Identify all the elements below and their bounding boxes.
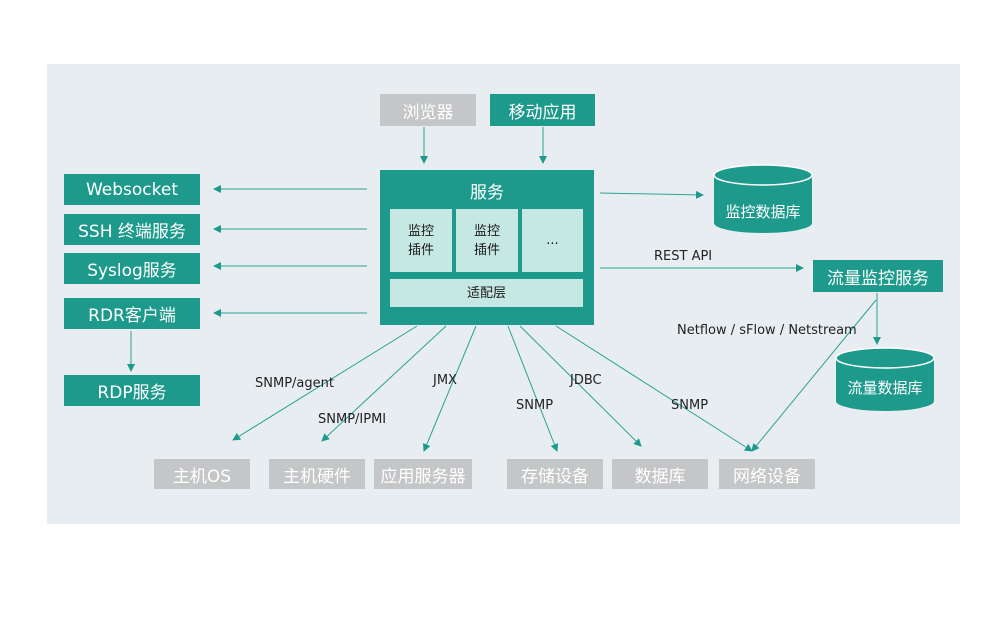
flow-service-box: 流量监控服务: [813, 260, 943, 292]
host-hw-label: 主机硬件: [283, 466, 351, 487]
monitor-db-cylinder: [713, 164, 813, 233]
storage-box: 存储设备: [507, 459, 603, 489]
arrow-to-storage: [507, 325, 559, 452]
protocol-snmp-storage: SNMP: [516, 398, 554, 413]
host-os-box: 主机OS: [154, 459, 250, 489]
websocket-box: Websocket: [64, 174, 200, 205]
host-os-label: 主机OS: [172, 466, 232, 487]
monitor-plugin-1: 监控 插件: [390, 209, 452, 272]
database-label: 数据库: [634, 466, 686, 487]
host-hw-box: 主机硬件: [269, 459, 365, 489]
ssh-label: SSH 终端服务: [78, 222, 186, 242]
protocol-jmx: JMX: [433, 373, 457, 388]
flow-service-label: 流量监控服务: [827, 268, 929, 289]
protocol-snmp-agent: SNMP/agent: [255, 376, 334, 391]
arrow-to-database: [519, 325, 642, 447]
arrow-to-host-hw: [321, 325, 447, 442]
service-title: 服务: [470, 183, 504, 203]
app-server-label: 应用服务器: [380, 466, 466, 487]
monitor-db-label: 监控数据库: [725, 203, 801, 221]
more-plugins: ...: [522, 209, 583, 272]
network-box: 网络设备: [719, 459, 815, 489]
protocol-snmp-ipmi: SNMP/IPMI: [318, 412, 387, 427]
mobile-app-label: 移动应用: [508, 102, 577, 123]
arrow-to-network: [555, 325, 753, 452]
websocket-label: Websocket: [85, 179, 179, 200]
arrow-to-app-server: [422, 325, 477, 452]
rest-api-label: REST API: [654, 249, 713, 264]
flow-db-label: 流量数据库: [847, 379, 923, 397]
arrow-to-monitor-db: [599, 190, 704, 199]
mobile-app-box: 移动应用: [490, 94, 595, 126]
app-server-box: 应用服务器: [374, 459, 472, 489]
syslog-box: Syslog服务: [64, 253, 200, 284]
adapter-layer: 适配层: [390, 279, 583, 307]
rdp-label: RDP服务: [97, 383, 167, 403]
syslog-label: Syslog服务: [87, 261, 177, 281]
arrow-to-host-os: [232, 325, 418, 441]
monitor-plugin-2: 监控 插件: [456, 209, 518, 272]
rdp-box: RDP服务: [64, 375, 200, 406]
database-box: 数据库: [612, 459, 708, 489]
rdr-box: RDR客户端: [64, 298, 200, 329]
network-label: 网络设备: [733, 466, 801, 487]
flow-protocols-label: Netflow / sFlow / Netstream: [677, 323, 857, 338]
protocol-jdbc: JDBC: [570, 373, 602, 388]
flow-db-cylinder: [835, 347, 935, 411]
ssh-box: SSH 终端服务: [64, 214, 200, 245]
rdr-label: RDR客户端: [88, 306, 176, 326]
browser-box: 浏览器: [380, 94, 476, 126]
storage-label: 存储设备: [521, 466, 589, 487]
arrow-flow-service-to-network: [751, 299, 877, 452]
browser-label: 浏览器: [402, 102, 454, 123]
protocol-snmp-network: SNMP: [671, 398, 709, 413]
